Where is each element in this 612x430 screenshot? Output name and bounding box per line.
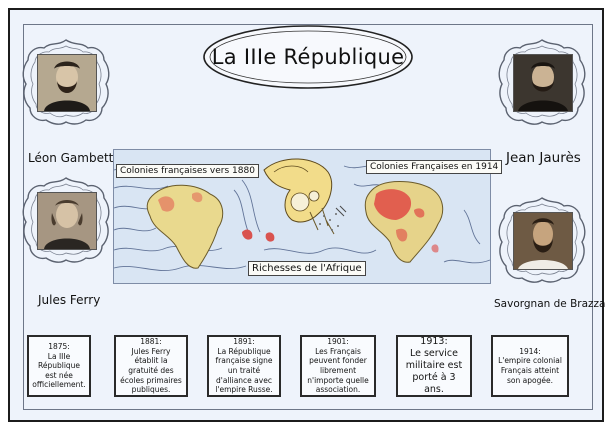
label-colonies-1914: Colonies Françaises en 1914 xyxy=(366,160,503,174)
timeline-item-1913: 1913: Le service militaire est porté à 3… xyxy=(396,335,472,397)
ornament-frame xyxy=(498,39,586,125)
name-gambetta: Léon Gambetta xyxy=(28,151,121,165)
map-panel: Colonies françaises vers 1880 Colonies F… xyxy=(113,149,503,284)
ornament-frame xyxy=(22,39,110,125)
timeline-item-1901: 1901: Les Français peuvent fonder librem… xyxy=(300,335,376,397)
ornament-frame xyxy=(498,197,586,283)
timeline-text: Les Français peuvent fonder librement n'… xyxy=(307,346,369,395)
timeline-text: Jules Ferry établit la gratuité des écol… xyxy=(120,346,182,395)
timeline-text: La République française signe un traité … xyxy=(215,346,273,395)
title-oval-border xyxy=(203,25,413,89)
timeline-year: 1901: xyxy=(327,337,349,347)
portrait-jaures xyxy=(496,38,588,126)
timeline-year: 1913: xyxy=(420,336,448,348)
label-colonies-1880: Colonies françaises vers 1880 xyxy=(116,164,259,178)
page-title: La IIIe République xyxy=(211,45,405,69)
brazza-photo xyxy=(513,212,573,270)
name-jaures: Jean Jaurès xyxy=(506,150,581,166)
timeline-item-1914: 1914: L'empire colonial Français atteint… xyxy=(491,335,569,397)
timeline-text: Le service militaire est porté à 3 ans. xyxy=(405,348,463,395)
timeline-year: 1875: xyxy=(48,342,70,352)
ferry-photo xyxy=(37,192,97,250)
portrait-gambetta xyxy=(20,38,112,126)
timeline-item-1891: 1891: La République française signe un t… xyxy=(207,335,281,397)
portrait-ferry xyxy=(20,176,112,264)
timeline-item-1881: 1881: Jules Ferry établit la gratuité de… xyxy=(114,335,188,397)
name-brazza: Savorgnan de Brazza xyxy=(494,298,606,310)
timeline-text: La IIIe République est née officiellemen… xyxy=(32,351,86,390)
timeline-item-1875: 1875: La IIIe République est née officie… xyxy=(27,335,91,397)
portrait-brazza xyxy=(496,196,588,284)
timeline-text: L'empire colonial Français atteint son a… xyxy=(498,356,562,385)
ornament-frame xyxy=(22,177,110,263)
jaures-photo xyxy=(513,54,573,112)
label-richesses: Richesses de l'Afrique xyxy=(248,261,366,276)
title-oval: La IIIe République xyxy=(200,22,416,92)
timeline-year: 1881: xyxy=(140,337,162,347)
name-ferry: Jules Ferry xyxy=(38,293,101,307)
timeline-year: 1891: xyxy=(233,337,255,347)
timeline-year: 1914: xyxy=(519,346,541,356)
gambetta-photo xyxy=(37,54,97,112)
